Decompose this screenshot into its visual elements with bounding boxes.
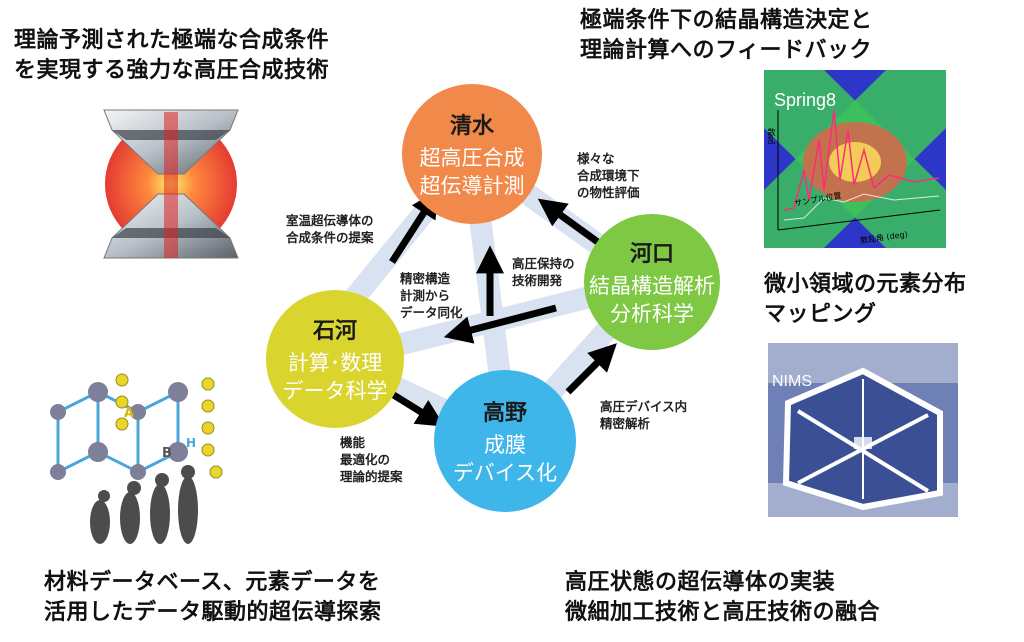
link-label-takano-shimizu: 高圧保持の 技術開発: [512, 255, 575, 289]
link-label-line: の物性評価: [577, 185, 640, 200]
caption-line: マッピング: [764, 302, 877, 327]
link-label-line: 高圧保持の: [512, 256, 575, 271]
node-kawaguchi-role: 分析科学: [610, 302, 694, 326]
node-takano-name: 高野: [482, 401, 527, 426]
link-label-ishikawa-takano: 機能 最適化の 理論的提案: [340, 434, 403, 485]
node-ishikawa: 石河 計算･数理 データ科学: [266, 290, 404, 428]
xray-axis-y-label: 散乱: [767, 128, 776, 144]
arrow-ishikawa-to-shimizu: [389, 189, 439, 264]
link-label-line: 合成条件の提案: [286, 230, 374, 245]
caption-line: 活用したデータ駆動的超伝導探索: [44, 600, 382, 625]
caption-bottom-left: 材料データベース、元素データを 活用したデータ駆動的超伝導探索: [44, 568, 382, 628]
arrow-takano-to-kawaguchi: [565, 343, 617, 395]
link-label-line: 理論的提案: [340, 469, 403, 484]
caption-bottom-right: 高圧状態の超伝導体の実装 微細加工技術と高圧技術の融合: [565, 568, 880, 628]
caption-mid-right: 微小領域の元素分布 マッピング: [764, 270, 967, 330]
crystal-label-a: A: [124, 406, 135, 421]
diamond-anvil-graphic: [103, 109, 239, 259]
node-shimizu-role: 超伝導計測: [419, 174, 525, 198]
caption-line: 高圧状態の超伝導体の実装: [565, 570, 836, 595]
xray-diffraction-image: Spring8 散乱 サンプル位置 散乱角 (deg): [764, 70, 946, 248]
link-label-line: 機能: [340, 435, 366, 450]
link-label-line: 高圧デバイス内: [600, 399, 688, 414]
caption-line: を実現する強力な高圧合成技術: [14, 58, 330, 83]
nims-label: NIMS: [772, 373, 812, 390]
crystal-label-b: B: [162, 446, 172, 461]
node-shimizu: 清水 超高圧合成 超伝導計測: [402, 84, 542, 224]
link-label-line: 計測から: [400, 288, 451, 303]
node-shimizu-name: 清水: [449, 114, 494, 139]
caption-line: 理論予測された極端な合成条件: [14, 28, 330, 53]
link-label-ishikawa-shimizu: 室温超伝導体の 合成条件の提案: [286, 212, 374, 246]
xray-label: Spring8: [774, 90, 837, 110]
node-ishikawa-role: 計算･数理: [287, 351, 383, 375]
node-kawaguchi: 河口 結晶構造解析 分析科学: [584, 214, 720, 350]
node-kawaguchi-role: 結晶構造解析: [589, 274, 715, 298]
diamond-anvil-image: [96, 92, 246, 272]
caption-line: 理論計算へのフィードバック: [580, 38, 873, 63]
link-label-line: 精密構造: [400, 271, 451, 286]
link-label-line: 合成環境下: [577, 168, 640, 183]
node-takano-role: 成膜: [484, 433, 526, 457]
node-shimizu-role: 超高圧合成: [419, 146, 525, 170]
link-label-kawaguchi-shimizu: 様々な 合成環境下 の物性評価: [577, 150, 640, 201]
node-takano: 高野 成膜 デバイス化: [434, 370, 576, 512]
node-takano-role: デバイス化: [452, 461, 558, 485]
link-label-line: 精密解析: [600, 416, 651, 431]
crystal-structure-graphic: [50, 373, 223, 544]
link-label-line: 様々な: [577, 151, 615, 166]
node-ishikawa-role: データ科学: [282, 379, 388, 403]
nims-micrograph-graphic: [768, 343, 958, 517]
caption-line: 微細加工技術と高圧技術の融合: [565, 600, 881, 625]
link-label-kawaguchi-ishikawa: 精密構造 計測から データ同化: [400, 270, 463, 321]
caption-top-left: 理論予測された極端な合成条件 を実現する強力な高圧合成技術: [14, 26, 329, 86]
caption-line: 微小領域の元素分布: [764, 272, 967, 297]
caption-line: 材料データベース、元素データを: [44, 570, 381, 595]
caption-top-right: 極端条件下の結晶構造決定と 理論計算へのフィードバック: [580, 6, 873, 66]
link-label-line: 室温超伝導体の: [286, 213, 374, 228]
caption-line: 極端条件下の結晶構造決定と: [580, 8, 873, 33]
link-label-line: 最適化の: [340, 452, 391, 467]
arrow-ishikawa-to-takano: [390, 391, 445, 427]
link-label-line: 技術開発: [512, 273, 563, 288]
link-label-takano-kawaguchi: 高圧デバイス内 精密解析: [600, 398, 687, 432]
arrow-kawaguchi-to-ishikawa: [443, 304, 557, 344]
crystal-label-h: H: [186, 436, 197, 450]
node-kawaguchi-name: 河口: [629, 242, 674, 267]
xray-diffraction-graphic: [764, 70, 946, 248]
nims-micrograph-image: NIMS: [768, 343, 958, 517]
link-label-line: データ同化: [400, 305, 463, 320]
node-ishikawa-name: 石河: [312, 319, 357, 344]
crystal-structure-image: A B H: [38, 372, 234, 548]
